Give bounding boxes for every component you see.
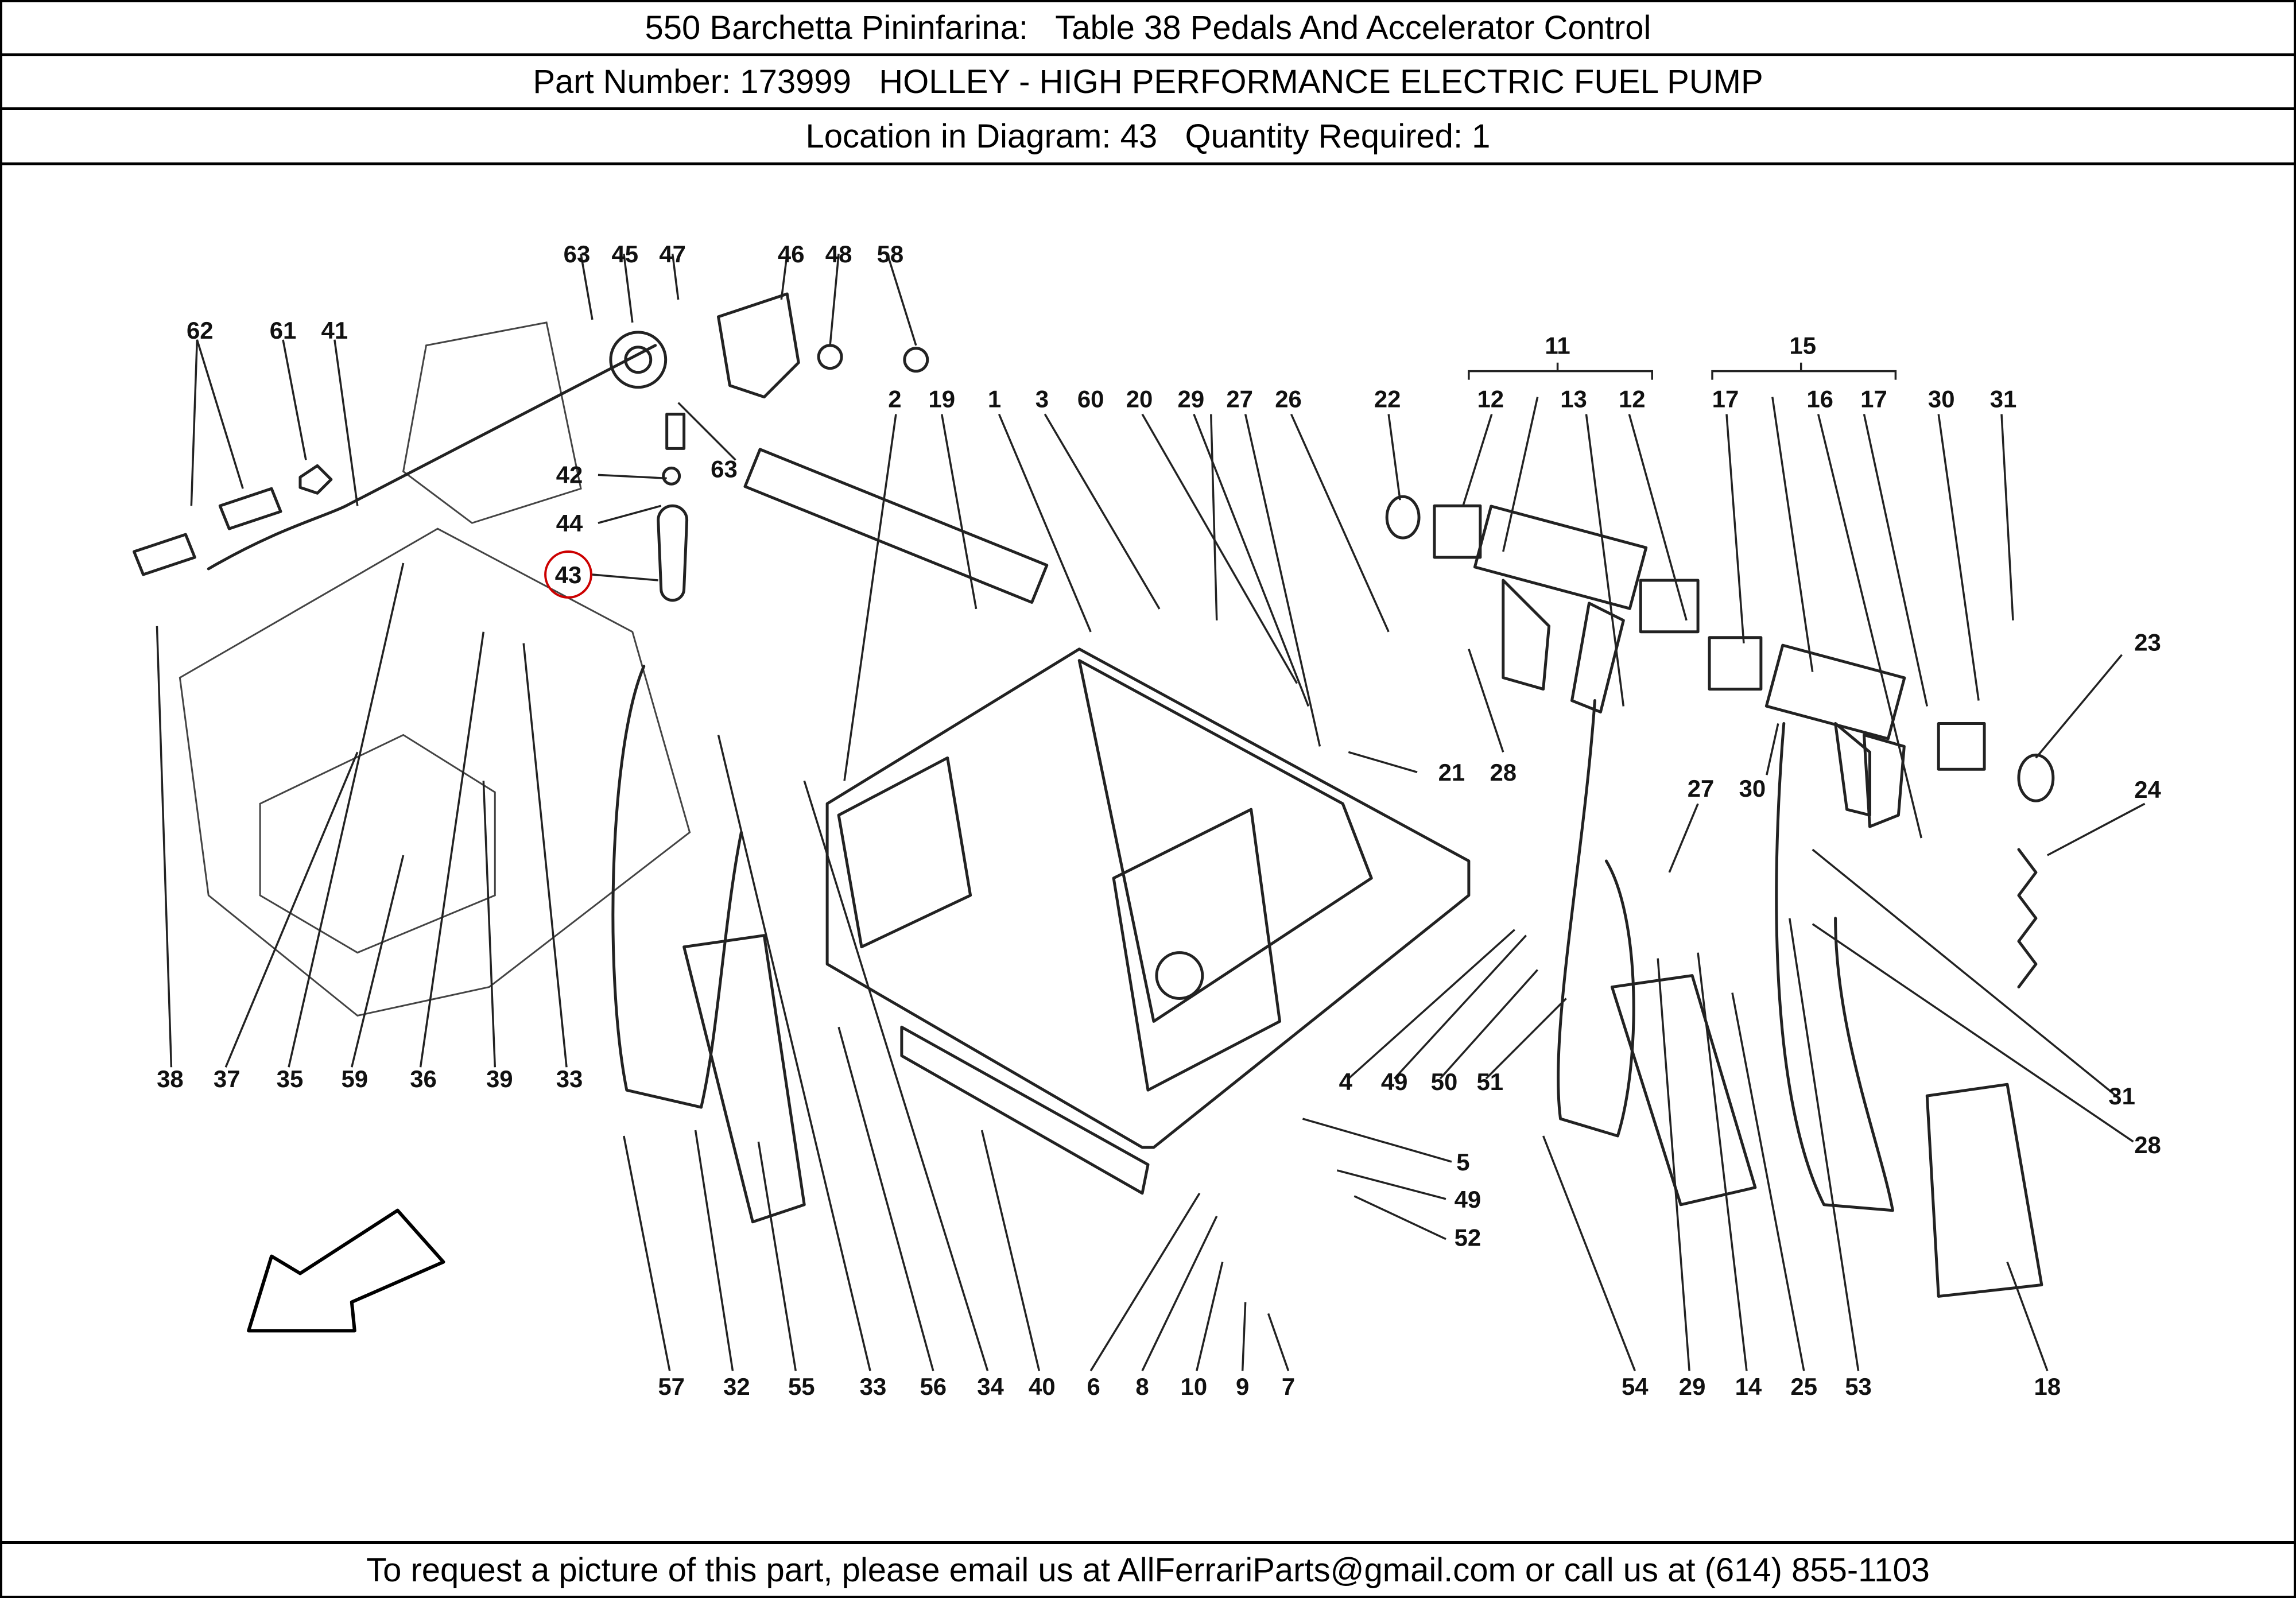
callout-12: 12	[1619, 386, 1646, 413]
callout-58: 58	[877, 241, 904, 267]
callout-52: 52	[1455, 1224, 1481, 1251]
callout-25: 25	[1790, 1373, 1817, 1400]
callout-47: 47	[659, 241, 686, 267]
page-title: 550 Barchetta Pininfarina: Table 38 Peda…	[2, 2, 2294, 56]
callout-33: 33	[860, 1373, 887, 1400]
callout-8: 8	[1135, 1373, 1149, 1400]
contact-footer: To request a picture of this part, pleas…	[2, 1541, 2294, 1596]
callout-27: 27	[1226, 386, 1253, 413]
callout-6: 6	[1087, 1373, 1100, 1400]
callout-labels: 63 45 47 46 48 58 62 61 41 42 44 43 63 2…	[157, 241, 2161, 1400]
callout-57: 57	[658, 1373, 685, 1400]
callout-31: 31	[2108, 1083, 2135, 1110]
callout-40: 40	[1029, 1373, 1056, 1400]
part-number-line: Part Number: 173999 HOLLEY - HIGH PERFOR…	[2, 56, 2294, 110]
callout-35: 35	[277, 1065, 304, 1092]
callout-49: 49	[1455, 1186, 1481, 1213]
callout-33: 33	[556, 1065, 583, 1092]
callout-32: 32	[723, 1373, 750, 1400]
callout-21: 21	[1438, 759, 1465, 786]
callout-36: 36	[410, 1065, 437, 1092]
callout-22: 22	[1374, 386, 1401, 413]
highlight-ring	[544, 550, 592, 599]
callout-7: 7	[1282, 1373, 1295, 1400]
callout-19: 19	[928, 386, 955, 413]
clutch-shaft-assembly	[1385, 495, 2055, 989]
callout-30: 30	[1928, 386, 1955, 413]
callout-27: 27	[1688, 775, 1715, 802]
accelerator-cable	[133, 292, 929, 602]
leader-lines	[156, 253, 2146, 1372]
callout-23: 23	[2134, 629, 2161, 656]
callout-55: 55	[788, 1373, 815, 1400]
callout-51: 51	[1476, 1068, 1503, 1095]
callout-24: 24	[2134, 776, 2161, 803]
callout-61: 61	[270, 317, 297, 344]
callout-18: 18	[2034, 1373, 2061, 1400]
group-braces	[1468, 362, 1897, 380]
callout-28: 28	[2134, 1131, 2161, 1158]
direction-arrow-icon	[247, 1208, 445, 1333]
callout-31: 31	[1990, 386, 2017, 413]
callout-20: 20	[1126, 386, 1153, 413]
callout-17: 17	[1712, 386, 1739, 413]
pedal-box-housing	[743, 448, 1471, 1195]
callout-9: 9	[1236, 1373, 1249, 1400]
callout-14: 14	[1735, 1373, 1762, 1400]
location-line: Location in Diagram: 43 Quantity Require…	[2, 110, 2294, 165]
callout-28: 28	[1490, 759, 1517, 786]
callout-39: 39	[486, 1065, 513, 1092]
callout-10: 10	[1181, 1373, 1208, 1400]
callout-16: 16	[1806, 386, 1833, 413]
callout-29: 29	[1178, 386, 1205, 413]
callout-12: 12	[1477, 386, 1504, 413]
callout-63: 63	[711, 455, 738, 482]
callout-11: 11	[1545, 332, 1570, 359]
callout-38: 38	[157, 1065, 184, 1092]
callout-17: 17	[1860, 386, 1887, 413]
callout-37: 37	[214, 1065, 241, 1092]
callout-30: 30	[1739, 775, 1766, 802]
callout-3: 3	[1035, 386, 1049, 413]
callout-59: 59	[341, 1065, 368, 1092]
callout-50: 50	[1431, 1068, 1458, 1095]
parts-diagram: 63 45 47 46 48 58 62 61 41 42 44 43 63 2…	[133, 241, 2162, 1400]
callout-41: 41	[321, 317, 348, 344]
callout-53: 53	[1845, 1373, 1872, 1400]
callout-54: 54	[1622, 1373, 1649, 1400]
callout-26: 26	[1275, 386, 1302, 413]
callout-46: 46	[778, 241, 805, 267]
callout-48: 48	[825, 241, 852, 267]
callout-13: 13	[1560, 386, 1587, 413]
callout-42: 42	[556, 461, 583, 488]
callout-49: 49	[1381, 1068, 1408, 1095]
callout-45: 45	[612, 241, 639, 267]
pedals	[611, 665, 2043, 1298]
callout-34: 34	[977, 1373, 1004, 1400]
callout-44: 44	[556, 510, 583, 537]
callout-60: 60	[1077, 386, 1104, 413]
callout-56: 56	[920, 1373, 947, 1400]
callout-4: 4	[1339, 1068, 1353, 1095]
callout-5: 5	[1456, 1149, 1469, 1176]
bulkhead-panel	[179, 321, 691, 1017]
callout-2: 2	[888, 386, 901, 413]
callout-62: 62	[187, 317, 214, 344]
callout-29: 29	[1679, 1373, 1706, 1400]
callout-15: 15	[1789, 332, 1816, 359]
callout-43: 43	[555, 561, 582, 588]
callout-63: 63	[564, 241, 591, 267]
callout-1: 1	[988, 386, 1001, 413]
